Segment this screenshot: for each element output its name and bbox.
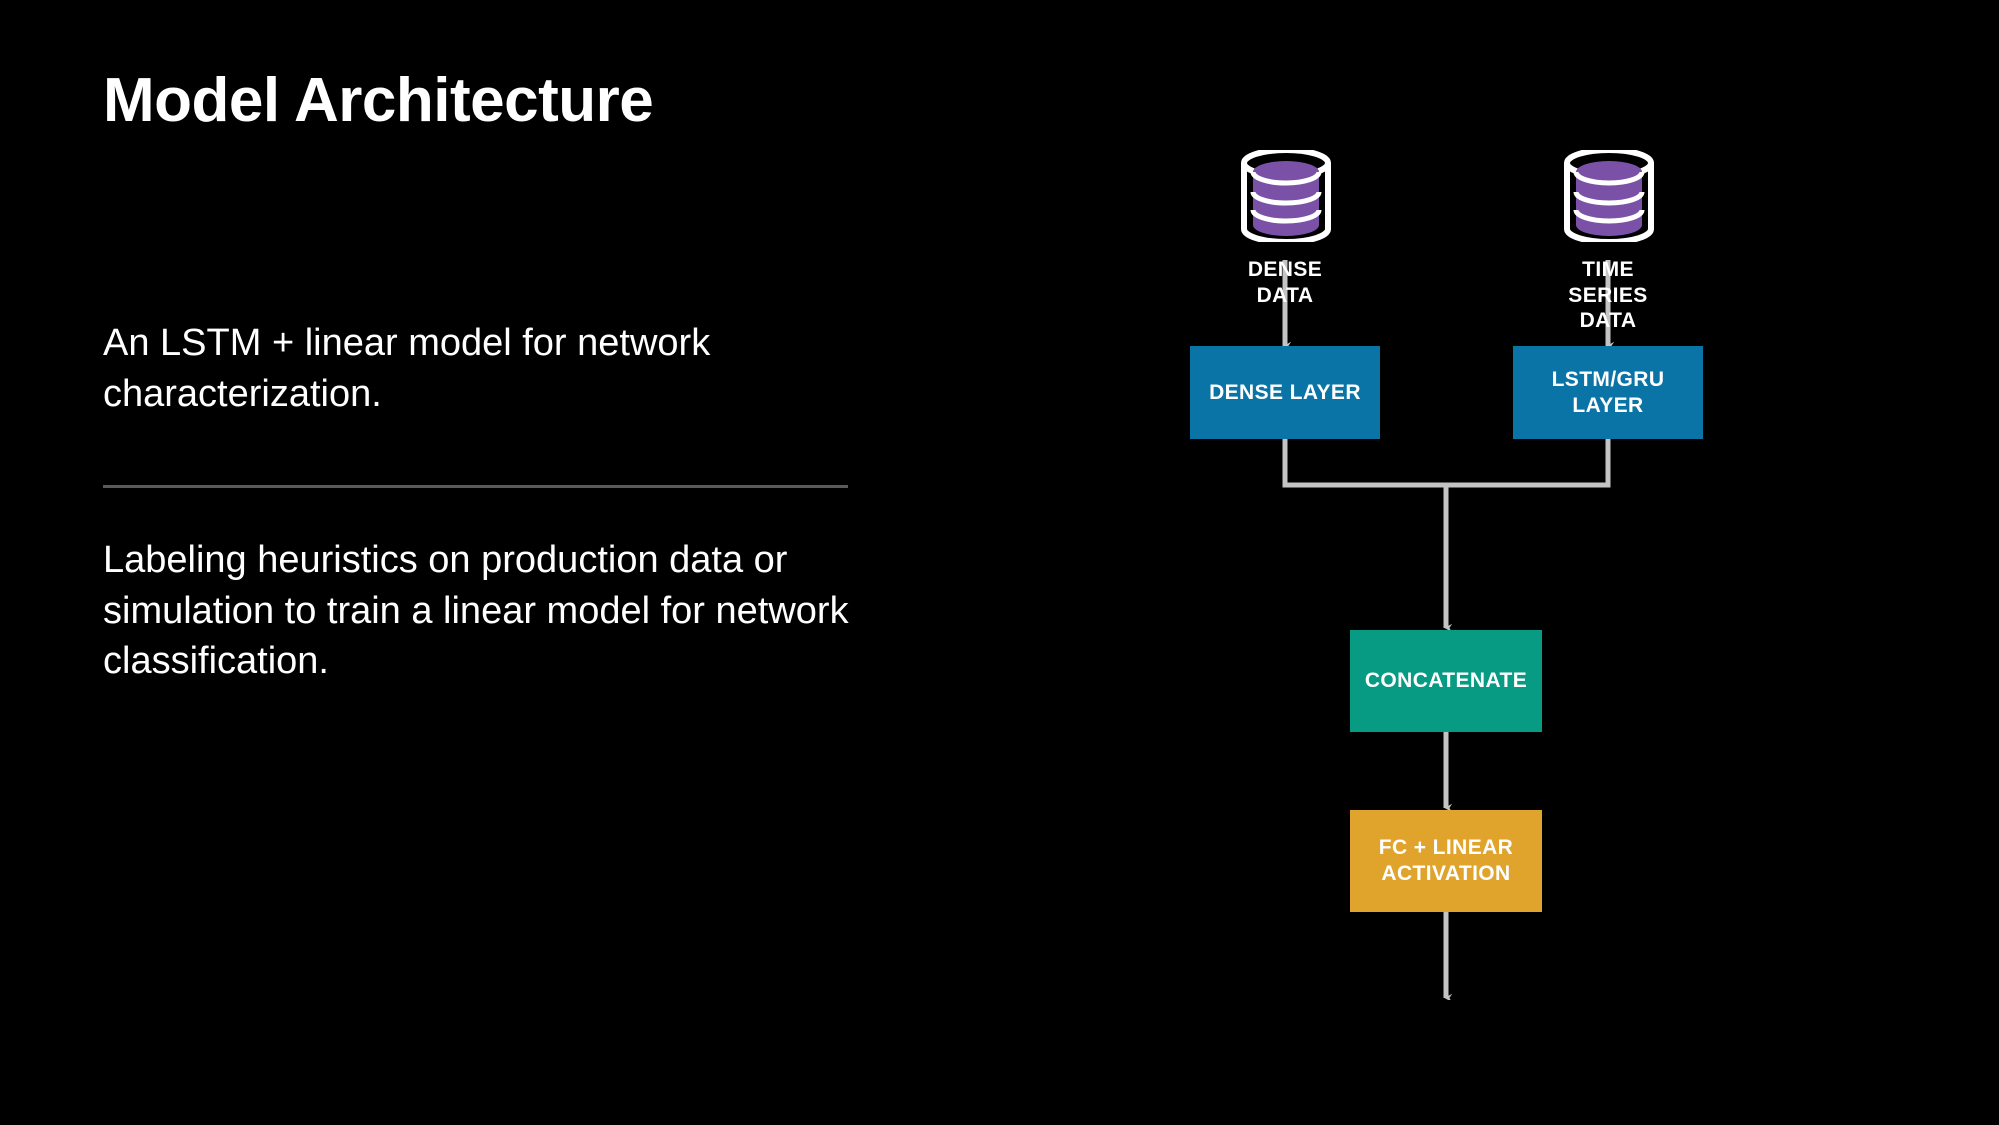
node-concatenate[interactable]: CONCATENATE xyxy=(1350,630,1542,732)
section-divider xyxy=(103,485,848,488)
node-fc-linear-activation-label: FC + LINEAR ACTIVATION xyxy=(1378,836,1514,885)
diagram-connectors xyxy=(1282,260,1615,1000)
time-series-data-label: TIME SERIES DATA xyxy=(1568,258,1648,333)
node-dense-layer[interactable]: DENSE LAYER xyxy=(1190,346,1380,439)
node-lstm-gru-layer[interactable]: LSTM/GRU LAYER xyxy=(1513,346,1703,439)
edge-dense-layer-to-concatenate xyxy=(1282,439,1446,488)
page-title: Model Architecture xyxy=(103,66,654,135)
edge-lstm-layer-to-concatenate xyxy=(1446,439,1611,488)
database-cylinder-icon xyxy=(1561,150,1657,242)
node-concatenate-label: CONCATENATE xyxy=(1364,669,1528,693)
database-cylinder-icon xyxy=(1238,150,1334,242)
node-fc-linear-activation[interactable]: FC + LINEAR ACTIVATION xyxy=(1350,810,1542,912)
body-paragraph-2: Labeling heuristics on production data o… xyxy=(103,539,849,683)
node-dense-layer-label: DENSE LAYER xyxy=(1209,380,1361,404)
body-paragraph-1: An LSTM + linear model for network chara… xyxy=(103,322,711,415)
node-lstm-gru-layer-label: LSTM/GRU LAYER xyxy=(1551,367,1665,417)
dense-data-label: DENSE DATA xyxy=(1247,258,1323,307)
model-architecture-diagram: DENSE DATA TIME SERIES DATA DENSE LAYER … xyxy=(1150,150,1850,1000)
